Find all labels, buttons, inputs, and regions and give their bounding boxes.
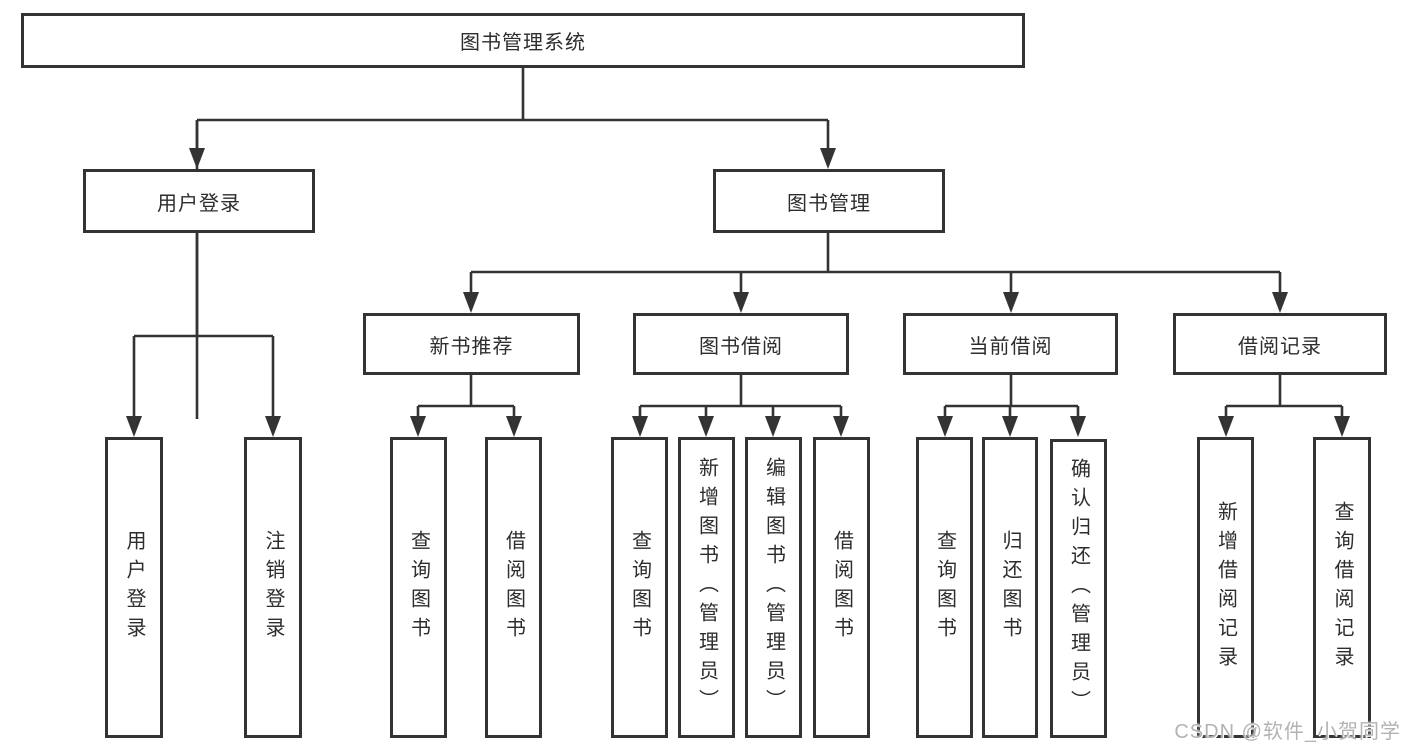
leaf-edit-books-admin: 编辑图书（管理员） (745, 437, 802, 738)
leaf-borrow-books-recommend-label: 借阅图书 (502, 529, 525, 646)
leaf-edit-books-admin-label: 编辑图书（管理员） (762, 457, 785, 718)
node-book-borrow-label: 图书借阅 (699, 335, 783, 358)
leaf-query-borrow-record-label: 查询借阅记录 (1331, 500, 1353, 675)
node-root-label: 图书管理系统 (460, 32, 586, 54)
leaf-confirm-return-admin-label: 确认归还（管理员） (1067, 458, 1090, 719)
leaf-add-borrow-record: 新增借阅记录 (1197, 437, 1254, 738)
leaf-add-borrow-record-label: 新增借阅记录 (1214, 500, 1237, 675)
node-new-book-recommend: 新书推荐 (363, 313, 580, 375)
leaf-return-books: 归还图书 (982, 437, 1038, 738)
node-book-management-label: 图书管理 (787, 192, 871, 215)
leaf-query-books-recommend-label: 查询图书 (407, 529, 430, 646)
leaf-query-books-current-label: 查询图书 (933, 529, 956, 646)
node-current-borrow: 当前借阅 (903, 313, 1118, 375)
leaf-borrow-books-label: 借阅图书 (830, 529, 853, 646)
leaf-add-books-admin: 新增图书（管理员） (678, 437, 735, 738)
leaf-user-login-label: 用户登录 (123, 529, 145, 646)
node-root-library-system: 图书管理系统 (21, 13, 1025, 68)
leaf-query-books-borrow-label: 查询图书 (628, 529, 651, 646)
node-new-book-recommend-label: 新书推荐 (429, 335, 514, 358)
leaf-query-books-current: 查询图书 (916, 437, 973, 738)
leaf-confirm-return-admin: 确认归还（管理员） (1050, 439, 1107, 738)
node-user-login-label: 用户登录 (157, 192, 241, 215)
leaf-query-books-borrow: 查询图书 (611, 437, 668, 738)
node-user-login: 用户登录 (83, 169, 315, 233)
node-book-management: 图书管理 (713, 169, 945, 233)
leaf-query-borrow-record: 查询借阅记录 (1313, 437, 1371, 738)
leaf-query-books-recommend: 查询图书 (390, 437, 447, 738)
leaf-add-books-admin-label: 新增图书（管理员） (695, 457, 718, 718)
leaf-borrow-books-recommend: 借阅图书 (485, 437, 542, 738)
leaf-borrow-books: 借阅图书 (813, 437, 870, 738)
node-borrow-records: 借阅记录 (1173, 313, 1387, 375)
arrowheads (126, 148, 1350, 437)
leaf-logout-label: 注销登录 (262, 529, 284, 646)
leaf-logout: 注销登录 (244, 437, 302, 738)
leaf-return-books-label: 归还图书 (999, 529, 1021, 646)
node-borrow-records-label: 借阅记录 (1238, 335, 1322, 358)
leaf-user-login: 用户登录 (105, 437, 163, 738)
node-current-borrow-label: 当前借阅 (968, 335, 1053, 358)
node-book-borrow: 图书借阅 (633, 313, 849, 375)
